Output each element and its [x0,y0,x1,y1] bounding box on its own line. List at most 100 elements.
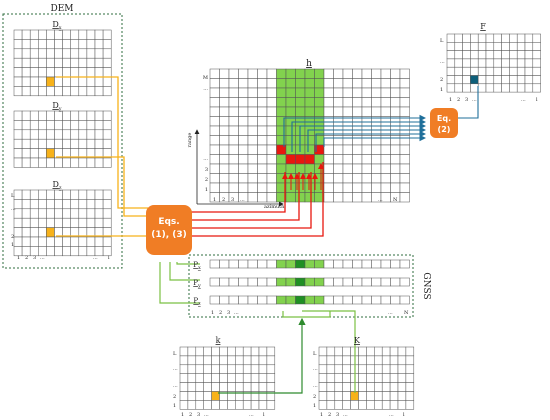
matrix-K-cell [342,346,351,357]
matrix-dy-cell [46,110,55,121]
matrix-h-cell [257,87,268,98]
matrix-h-cell [333,78,344,89]
matrix-k-cell [242,382,252,392]
matrix-h-cell [266,144,277,155]
svg-text:1: 1 [173,403,176,409]
matrix-px-cell [276,259,287,269]
matrix-k-cell [187,346,197,357]
matrix-f-cell [485,50,495,60]
matrix-h-cell [399,106,410,117]
matrix-h-cell [380,68,391,79]
matrix-dy-cell [86,157,96,168]
matrix-dy-cell [38,148,47,159]
matrix-dx [13,29,112,97]
svg-text:l: l [108,255,110,261]
matrix-k-cell [211,364,220,374]
matrix-h-cell [247,182,258,193]
matrix-K-cell [334,364,343,374]
matrix-h-cell [333,154,344,165]
matrix-K-cell [374,400,383,410]
matrix-f-cell [493,66,502,76]
matrix-K-cell [342,400,351,410]
matrix-h-cell [228,135,239,146]
matrix-K-cell [381,391,391,401]
matrix-k-cell [187,364,197,374]
matrix-h-cell [371,87,382,98]
dy-title: Dy [52,101,61,112]
matrix-K-cell [350,400,359,410]
K-title: K [354,336,361,345]
matrix-f-cell [509,50,518,60]
matrix-dx-cell [46,39,55,50]
matrix-f-cell [462,66,471,76]
matrix-k-cell [211,355,220,366]
svg-text:...: ... [93,255,98,261]
matrix-pz-cell [342,295,353,305]
matrix-dz-cell [21,236,31,247]
matrix-h-cell [380,135,391,146]
matrix-f-cell [493,58,502,68]
matrix-h-cell [352,68,363,79]
svg-text:...: ... [440,59,445,65]
matrix-h-cell [266,87,277,98]
matrix-h-cell [209,144,220,155]
matrix-dy-cell [94,120,104,131]
matrix-h-cell [352,144,363,155]
matrix-dx-cell [78,39,88,50]
matrix-px-cell [266,259,277,269]
matrix-k-cell [258,400,268,410]
matrix-h-cell [371,154,382,165]
matrix-f-cell [446,83,456,93]
matrix-pz-cell [333,295,344,305]
matrix-K-cell [381,364,391,374]
matrix-dz-cell [62,217,71,228]
matrix-K-cell [334,373,343,383]
matrix-dz-cell [78,246,88,257]
matrix-k-cell [187,355,197,366]
matrix-px-cell [219,259,230,269]
matrix-h-cell [247,135,258,146]
matrix-f-cell [516,33,526,43]
matrix-k-cell [195,382,204,392]
matrix-K-cell [397,382,407,392]
matrix-pz-cell [352,295,363,305]
matrix-f-cell [516,50,526,60]
svg-text:...: ... [203,156,208,162]
matrix-dy-cell [29,148,39,159]
matrix-K-cell [405,373,415,383]
matrix-dy-cell [78,120,88,131]
matrix-f-cell [446,58,456,68]
matrix-f-cell [470,42,479,51]
matrix-f-cell [524,50,534,60]
matrix-h-cell [352,106,363,117]
matrix-K-cell [405,400,415,410]
matrix-f-cell [462,42,471,51]
matrix-dx-cell [54,86,63,97]
matrix-k-cell [195,373,204,383]
matrix-f-cell [454,50,463,60]
matrix-k-cell [211,346,220,357]
svg-text:...: ... [389,412,394,418]
matrix-px-cell [361,259,372,269]
matrix-K-cell [334,346,343,357]
svg-text:...: ... [313,366,318,372]
matrix-K-cell [381,400,391,410]
matrix-h-cell [380,78,391,89]
matrix-dy-cell [70,138,80,149]
matrix-dx-cell [54,57,63,68]
matrix-px-cell [228,259,239,269]
matrix-f-cell [462,58,471,68]
matrix-h-cell [228,78,239,89]
matrix-h-cell [333,135,344,146]
k-title: k [216,336,221,345]
matrix-h-cell [399,87,410,98]
matrix-dz-cell [21,189,31,200]
matrix-dx-cell [102,39,112,50]
matrix-dz-cell [46,199,55,210]
matrix-k-cell [235,400,244,410]
svg-text:L: L [440,38,444,44]
matrix-K-cell [326,373,336,383]
matrix-h-cell [285,154,296,165]
matrix-h-cell [219,116,230,127]
matrix-K-cell [326,355,336,366]
